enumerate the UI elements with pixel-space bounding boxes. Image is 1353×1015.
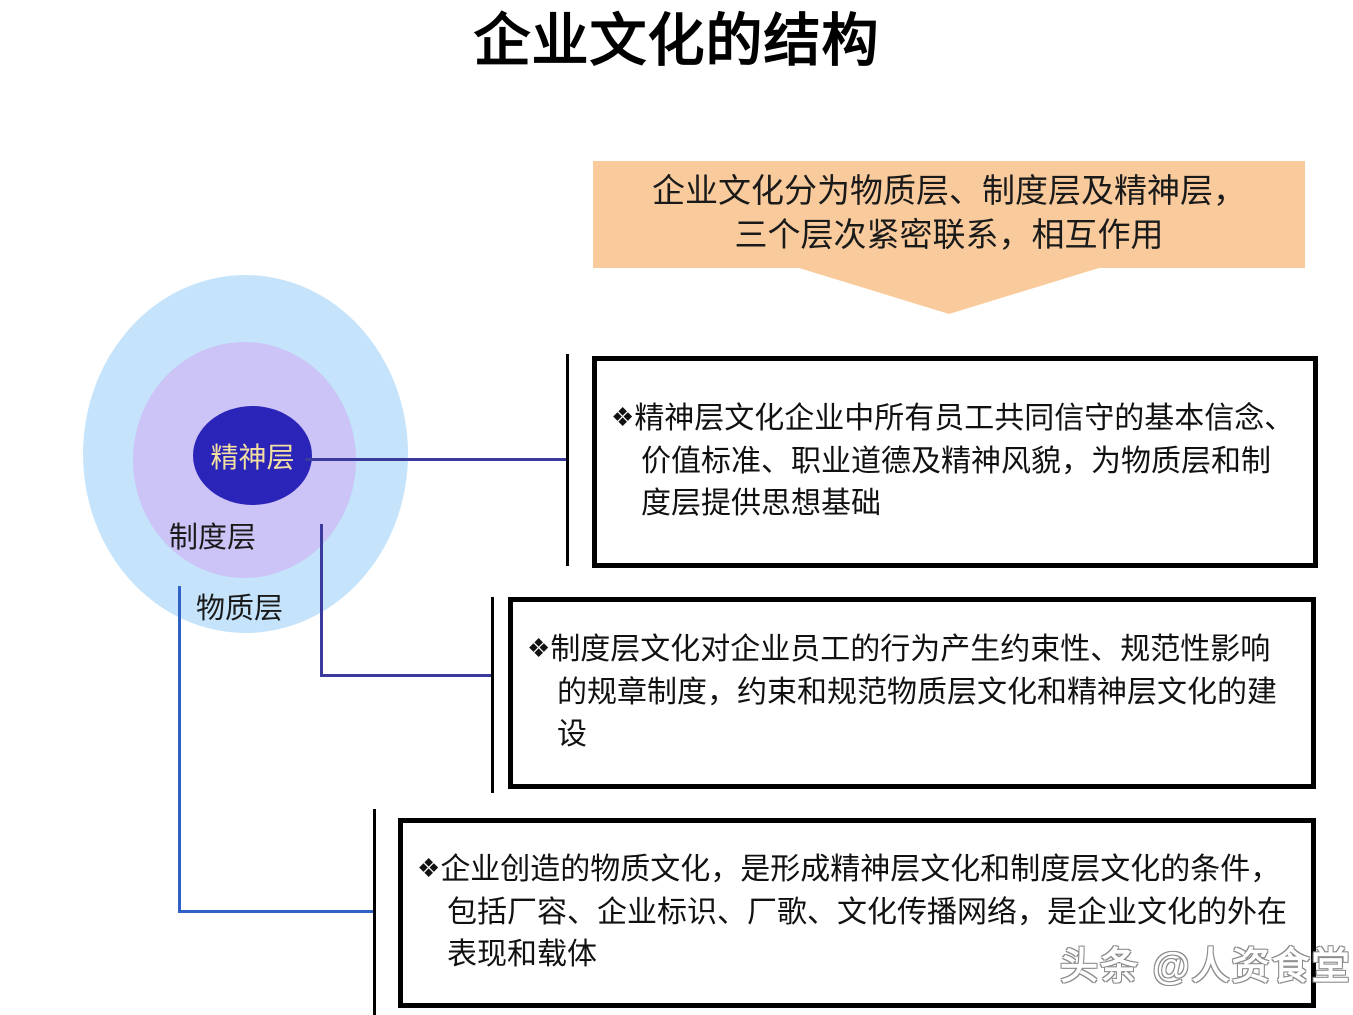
connector-system-vertical bbox=[320, 524, 323, 677]
callout-arrow-icon bbox=[799, 268, 1099, 314]
diamond-bullet-icon: ❖ bbox=[611, 403, 635, 433]
textbox-system-layer: ❖制度层文化对企业员工的行为产生约束性、规范性影响的规章制度，约束和规范物质层文… bbox=[508, 597, 1316, 789]
connector-spirit-horizontal bbox=[305, 458, 567, 461]
textbox-system-text: 制度层文化对企业员工的行为产生约束性、规范性影响的规章制度，约束和规范物质层文化… bbox=[550, 633, 1277, 752]
connector-material-horizontal bbox=[178, 910, 375, 913]
ring-spirit-layer: 精神层 bbox=[193, 406, 312, 505]
bracket-material bbox=[373, 809, 376, 1015]
textbox-spirit-text: 精神层文化企业中所有员工共同信守的基本信念、价值标准、职业道德及精神风貌，为物质… bbox=[634, 402, 1295, 521]
summary-callout: 企业文化分为物质层、制度层及精神层， 三个层次紧密联系，相互作用 bbox=[593, 161, 1305, 314]
ring-label-spirit: 精神层 bbox=[210, 442, 295, 474]
textbox-material-text: 企业创造的物质文化，是形成精神层文化和制度层文化的条件，包括厂容、企业标识、厂歌… bbox=[440, 853, 1287, 972]
page-title: 企业文化的结构 bbox=[473, 9, 880, 73]
diamond-bullet-icon: ❖ bbox=[527, 634, 551, 664]
textbox-spirit-layer: ❖精神层文化企业中所有员工共同信守的基本信念、价值标准、职业道德及精神风貌，为物… bbox=[592, 356, 1318, 568]
textbox-spirit-content: ❖精神层文化企业中所有员工共同信守的基本信念、价值标准、职业道德及精神风貌，为物… bbox=[597, 392, 1313, 532]
summary-callout-text: 企业文化分为物质层、制度层及精神层， 三个层次紧密联系，相互作用 bbox=[652, 173, 1246, 254]
bracket-system bbox=[491, 597, 494, 793]
diamond-bullet-icon: ❖ bbox=[417, 854, 441, 884]
bracket-spirit bbox=[566, 354, 569, 566]
textbox-system-content: ❖制度层文化对企业员工的行为产生约束性、规范性影响的规章制度，约束和规范物质层文… bbox=[513, 623, 1311, 763]
textbox-material-layer: ❖企业创造的物质文化，是形成精神层文化和制度层文化的条件，包括厂容、企业标识、厂… bbox=[398, 818, 1316, 1008]
connector-system-horizontal bbox=[320, 674, 492, 677]
summary-callout-body: 企业文化分为物质层、制度层及精神层， 三个层次紧密联系，相互作用 bbox=[593, 161, 1305, 268]
textbox-material-content: ❖企业创造的物质文化，是形成精神层文化和制度层文化的条件，包括厂容、企业标识、厂… bbox=[403, 843, 1311, 983]
ring-label-system: 制度层 bbox=[169, 522, 257, 554]
ring-label-material: 物质层 bbox=[196, 593, 284, 625]
connector-material-vertical bbox=[178, 586, 181, 913]
